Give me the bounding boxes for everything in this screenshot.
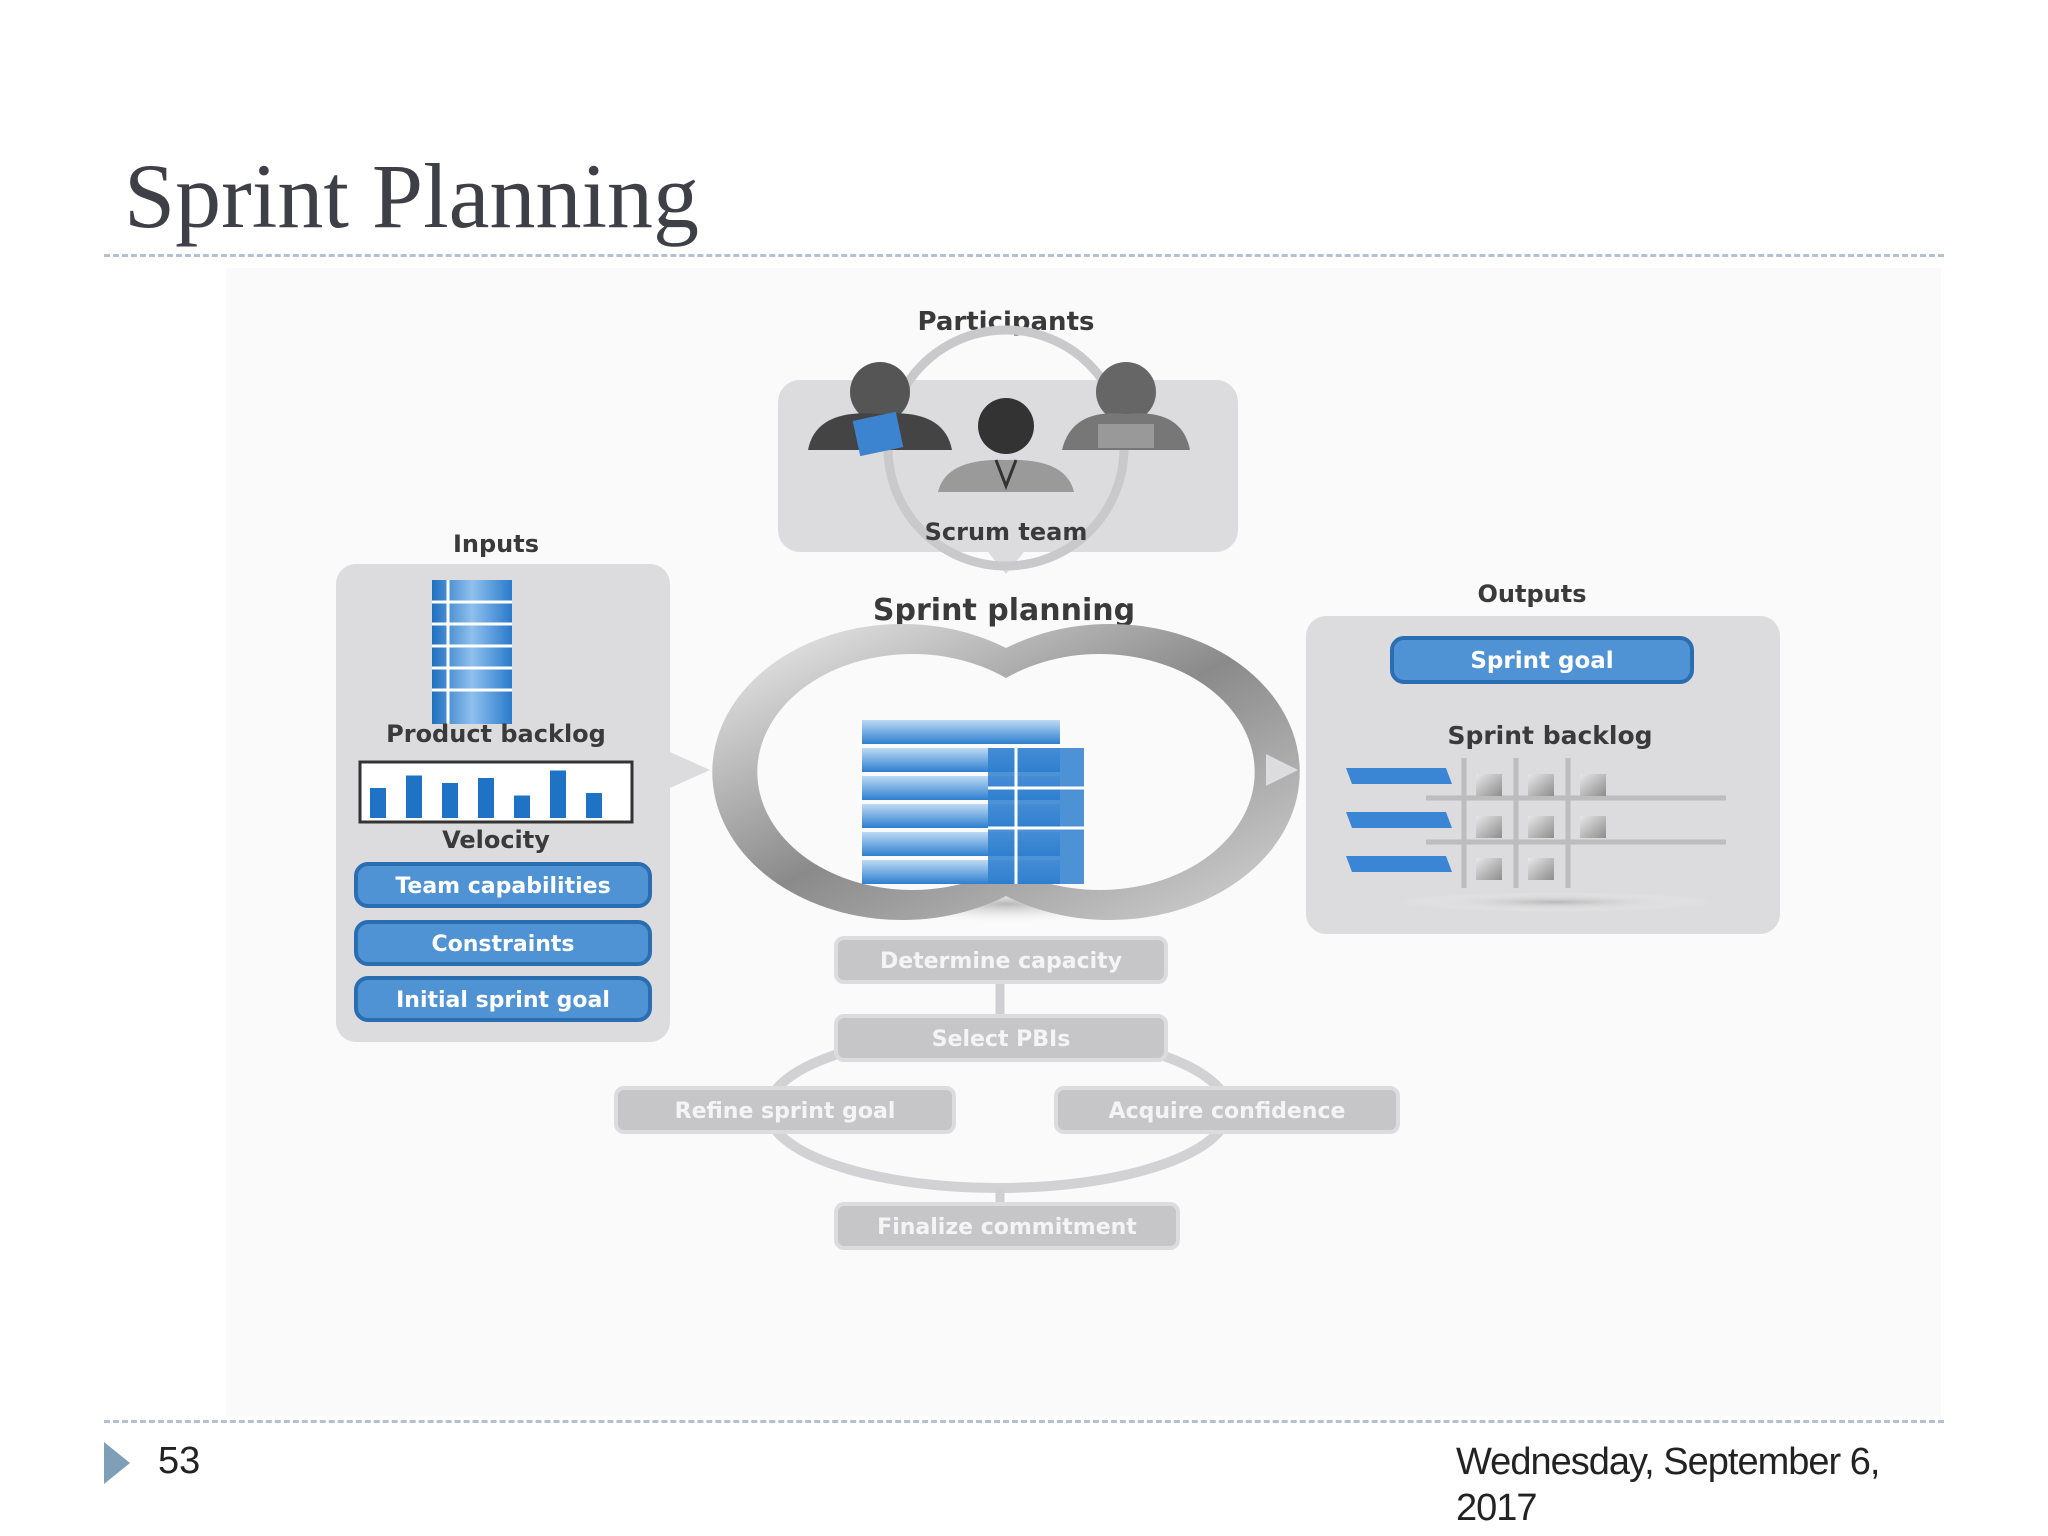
sprint-planning-diagram: Participants Scrum team Inputs — [336, 307, 1780, 1250]
inputs-heading: Inputs — [453, 530, 539, 558]
scrum-team-label: Scrum team — [925, 518, 1088, 546]
sprint-goal-box: Sprint goal — [1390, 636, 1694, 684]
input-item-label: Team capabilities — [395, 874, 610, 899]
velocity-chart — [358, 760, 634, 824]
input-item-constraints: Constraints — [354, 920, 652, 966]
product-backlog-label: Product backlog — [386, 720, 606, 748]
outputs-arrow — [1266, 754, 1298, 786]
velocity-bars — [370, 770, 602, 818]
scrum-master-icon — [938, 398, 1074, 492]
activity-finalize-commitment: Finalize commitment — [834, 1202, 1180, 1250]
sprint-planning-label: Sprint planning — [873, 593, 1135, 628]
activity-refine-sprint-goal: Refine sprint goal — [614, 1086, 956, 1134]
slide-title: Sprint Planning — [124, 145, 700, 247]
inputs-arrow — [670, 752, 710, 788]
velocity-bar — [406, 775, 422, 818]
input-item-label: Constraints — [431, 932, 574, 957]
slide-bullet-arrow-icon — [104, 1442, 130, 1484]
sprint-backlog-label: Sprint backlog — [1447, 721, 1652, 750]
team-member-right-icon — [1062, 362, 1190, 450]
activity-label: Acquire confidence — [1109, 1099, 1346, 1124]
activity-acquire-confidence: Acquire confidence — [1054, 1086, 1400, 1134]
slide-date: Wednesday, September 6, 2017 — [1456, 1441, 1880, 1529]
product-backlog-icon — [432, 580, 512, 724]
velocity-bar — [514, 795, 530, 818]
velocity-bar — [478, 778, 494, 818]
title-divider — [104, 254, 1944, 257]
activities-flow: Determine capacity Select PBIs Refine sp… — [614, 936, 1400, 1250]
activity-determine-capacity: Determine capacity — [834, 936, 1168, 984]
velocity-bar — [586, 793, 602, 818]
activity-select-pbis: Select PBIs — [834, 1014, 1168, 1062]
activity-label: Select PBIs — [932, 1027, 1071, 1052]
sprint-backlog-stack-icon — [862, 720, 1084, 884]
footer-divider — [104, 1420, 1944, 1423]
velocity-label: Velocity — [442, 826, 550, 854]
sprint-planning-center: Sprint planning — [712, 593, 1300, 924]
inputs-group: Inputs Product backlog Velocity Team cap… — [336, 530, 710, 1042]
outputs-group: Outputs Sprint goal Sprint backlog — [1266, 580, 1780, 934]
velocity-bar — [370, 788, 386, 818]
activity-label: Finalize commitment — [877, 1215, 1137, 1240]
slide-number: 53 — [158, 1440, 201, 1482]
activity-label: Refine sprint goal — [675, 1099, 896, 1124]
input-item-team-capabilities: Team capabilities — [354, 862, 652, 908]
activity-label: Determine capacity — [880, 949, 1122, 974]
velocity-bar — [442, 783, 458, 818]
input-item-label: Initial sprint goal — [396, 988, 610, 1013]
cycle-arrow-gap — [1146, 712, 1200, 790]
participants-group: Participants Scrum team — [778, 307, 1238, 574]
sprint-goal-label: Sprint goal — [1470, 648, 1613, 674]
velocity-bar — [550, 770, 566, 818]
sprint-backlog-grid-icon — [1346, 758, 1726, 912]
outputs-heading: Outputs — [1478, 580, 1587, 608]
team-member-left-icon — [808, 362, 952, 457]
input-item-initial-sprint-goal: Initial sprint goal — [354, 976, 652, 1022]
